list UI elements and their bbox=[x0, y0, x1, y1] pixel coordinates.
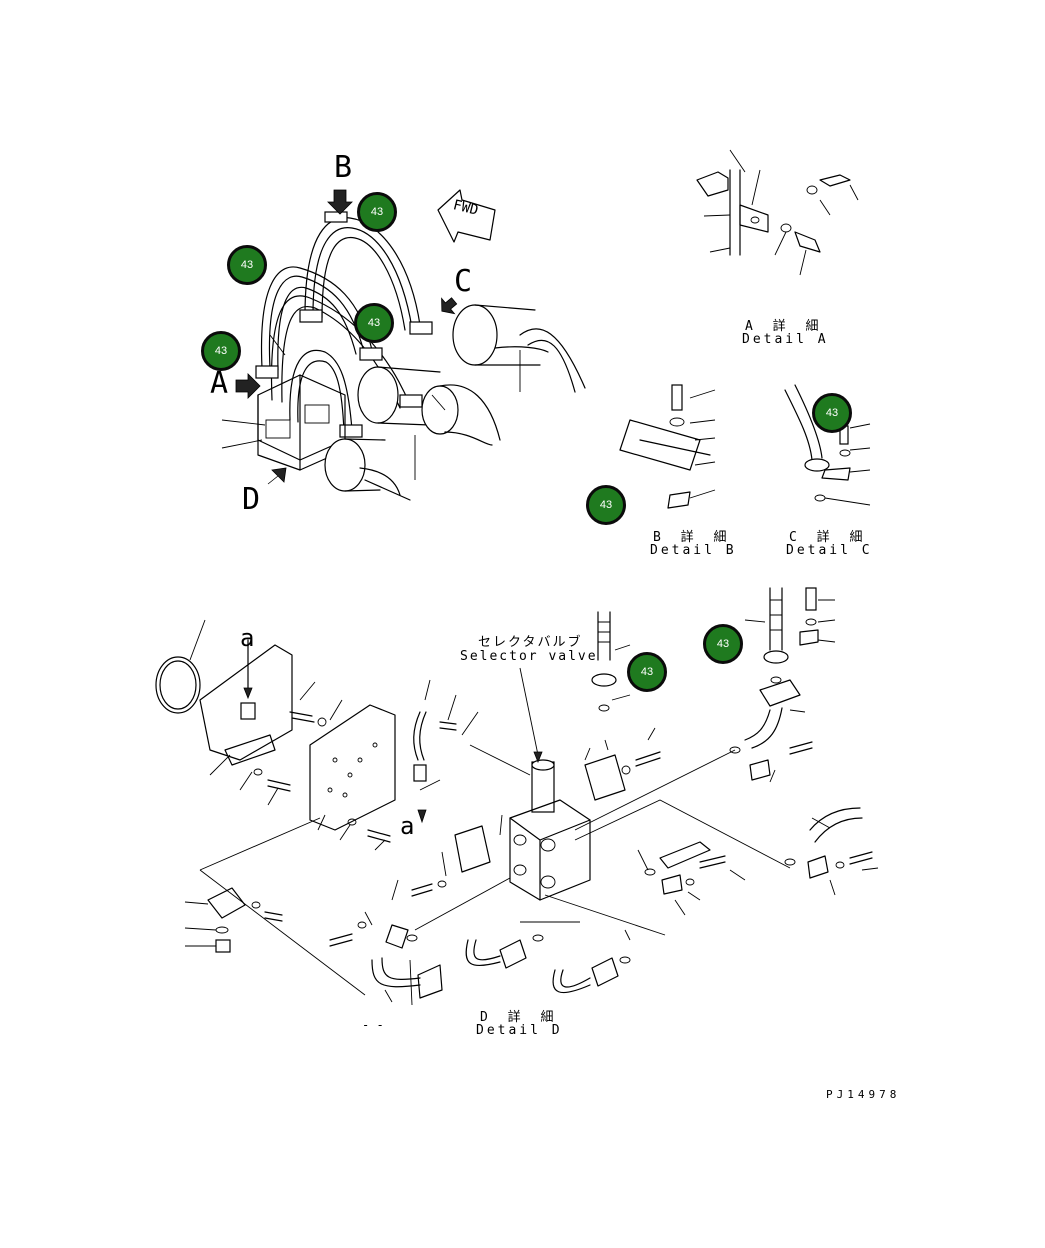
document-number: PJ14978 bbox=[826, 1088, 901, 1101]
detail-d-drawing bbox=[155, 587, 879, 1006]
callout-letter-d: D bbox=[242, 482, 261, 517]
callout-letter-a-small: a bbox=[240, 624, 255, 652]
stray-mark: - - bbox=[362, 1018, 384, 1032]
detail-d-en: Detail D bbox=[476, 1023, 563, 1038]
part-43-badge-center[interactable]: 43 bbox=[354, 303, 394, 343]
part-43-badge-top[interactable]: 43 bbox=[357, 192, 397, 232]
part-43-badge-left-lower[interactable]: 43 bbox=[201, 331, 241, 371]
detail-d-jp: D 詳 細 bbox=[480, 1010, 560, 1025]
detail-c-en: Detail C bbox=[786, 543, 873, 558]
part-43-badge-detail-c[interactable]: 43 bbox=[812, 393, 852, 433]
detail-c-drawing bbox=[784, 384, 871, 506]
part-43-badge-right[interactable]: 43 bbox=[703, 624, 743, 664]
detail-a-en: Detail A bbox=[742, 332, 829, 347]
part-43-badge-detail-b[interactable]: 43 bbox=[586, 485, 626, 525]
detail-b-drawing bbox=[619, 384, 716, 509]
selector-valve-en: Selector valve bbox=[460, 649, 598, 664]
selector-valve-jp: セレクタバルブ bbox=[478, 635, 583, 650]
part-43-badge-selector[interactable]: 43 bbox=[627, 652, 667, 692]
callout-letter-a-small-2: a bbox=[400, 812, 415, 840]
callout-letter-a: A bbox=[210, 366, 229, 401]
detail-c-jp: C 詳 細 bbox=[789, 530, 869, 545]
part-43-badge-left-upper[interactable]: 43 bbox=[227, 245, 267, 285]
detail-b-en: Detail B bbox=[650, 543, 737, 558]
main-assembly-drawing bbox=[221, 189, 586, 501]
callout-letter-b: B bbox=[334, 150, 353, 185]
detail-a-jp: A 詳 細 bbox=[745, 319, 825, 334]
detail-a-drawing bbox=[696, 149, 859, 276]
callout-letter-c: C bbox=[454, 264, 473, 299]
detail-b-jp: B 詳 細 bbox=[653, 530, 733, 545]
